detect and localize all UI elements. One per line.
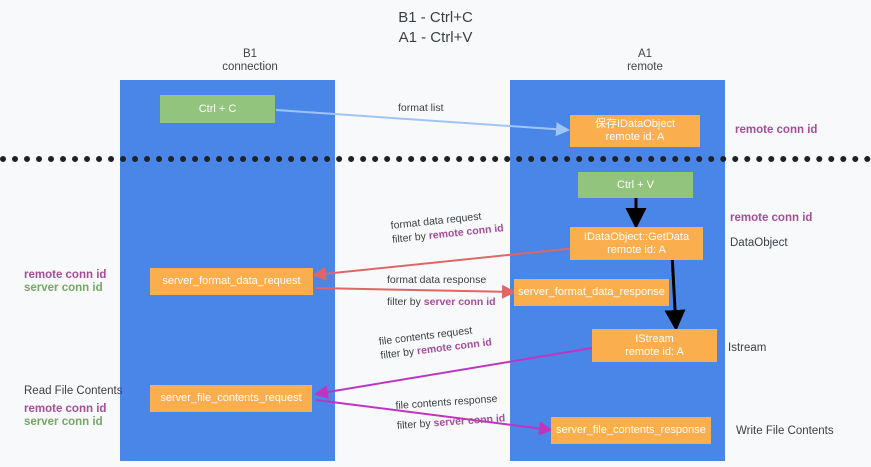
edge-label-format-data-request: format data request filter by remote con… bbox=[390, 207, 504, 247]
edge-label-format-data-response-text: format data response bbox=[387, 274, 487, 286]
filter-key-server-conn-id: server conn id bbox=[423, 296, 496, 308]
filter-prefix: filter by bbox=[391, 230, 430, 246]
node-save-idataobject-line1: 保存IDataObject bbox=[594, 118, 676, 130]
edge-label-file-contents-response-filter: filter by server conn id bbox=[396, 411, 505, 433]
node-server-file-contents-request-label: server_file_contents_request bbox=[160, 392, 302, 404]
filter-prefix: filter by bbox=[396, 417, 434, 432]
annotation-istream: Istream bbox=[728, 342, 767, 354]
edge-label-format-data-response-filter: filter by server conn id bbox=[387, 295, 496, 309]
node-save-idataobject[interactable]: 保存IDataObject remote id: A bbox=[570, 115, 700, 147]
annotation-left-remote-conn-id-1: remote conn id bbox=[24, 269, 107, 281]
node-server-format-data-response-label: server_format_data_response bbox=[518, 286, 665, 298]
node-ctrl-v-label: Ctrl + V bbox=[617, 178, 654, 191]
lane-header-a1-name: A1 bbox=[637, 48, 653, 60]
annotation-dataobject: DataObject bbox=[730, 237, 788, 249]
node-server-format-data-request-label: server_format_data_request bbox=[162, 275, 301, 287]
filter-key-server-conn-id: server conn id bbox=[433, 412, 506, 430]
edge-label-format-data-response: format data response filter by server co… bbox=[387, 273, 496, 309]
filter-prefix: filter by bbox=[387, 296, 424, 308]
title-line-1: B1 - Ctrl+C bbox=[398, 9, 473, 26]
section-divider bbox=[0, 156, 871, 162]
lane-header-b1-name: B1 bbox=[242, 48, 258, 60]
node-server-file-contents-response-label: server_file_contents_response bbox=[556, 424, 706, 436]
node-idataobject-getdata[interactable]: IDataObject::GetData remote id: A bbox=[570, 227, 703, 260]
node-ctrl-c[interactable]: Ctrl + C bbox=[160, 95, 275, 123]
annotation-left-remote-conn-id-2: remote conn id bbox=[24, 403, 107, 415]
annotation-left-server-conn-id-1: server conn id bbox=[24, 282, 103, 294]
lane-header-b1: B1 connection bbox=[150, 48, 350, 74]
filter-prefix: filter by bbox=[379, 345, 418, 362]
node-istream-line1: IStream bbox=[635, 332, 674, 345]
annotation-write-file-contents: Write File Contents bbox=[736, 425, 834, 437]
lane-header-a1: A1 remote bbox=[545, 48, 745, 74]
node-ctrl-c-label: Ctrl + C bbox=[198, 102, 237, 115]
node-server-format-data-request[interactable]: server_format_data_request bbox=[150, 268, 313, 295]
diagram-title: B1 - Ctrl+C A1 - Ctrl+V bbox=[0, 8, 871, 48]
annotation-remote-conn-id-top: remote conn id bbox=[735, 124, 818, 136]
edge-label-file-contents-request: file contents request filter by remote c… bbox=[378, 321, 493, 362]
node-ctrl-v[interactable]: Ctrl + V bbox=[578, 172, 693, 198]
edge-label-file-contents-response: file contents response filter by server … bbox=[395, 391, 506, 432]
node-getdata-line2: remote id: A bbox=[607, 243, 666, 256]
annotation-read-file-contents: Read File Contents bbox=[24, 385, 123, 397]
node-server-file-contents-response[interactable]: server_file_contents_response bbox=[551, 417, 711, 444]
node-server-format-data-response[interactable]: server_format_data_response bbox=[514, 279, 669, 306]
edge-label-format-list: format list bbox=[398, 102, 444, 114]
edge-label-file-contents-response-text: file contents response bbox=[395, 392, 498, 412]
node-getdata-line1: IDataObject::GetData bbox=[583, 230, 690, 243]
title-line-2: A1 - Ctrl+V bbox=[398, 29, 473, 46]
lane-header-a1-sub: remote bbox=[627, 61, 663, 73]
annotation-left-server-conn-id-2: server conn id bbox=[24, 416, 103, 428]
node-istream-line2: remote id: A bbox=[625, 345, 684, 358]
annotation-remote-conn-id-mid: remote conn id bbox=[730, 212, 813, 224]
node-istream[interactable]: IStream remote id: A bbox=[592, 329, 717, 362]
lane-header-b1-sub: connection bbox=[222, 61, 278, 73]
node-server-file-contents-request[interactable]: server_file_contents_request bbox=[150, 385, 312, 412]
node-save-idataobject-line2: remote id: A bbox=[605, 131, 665, 143]
